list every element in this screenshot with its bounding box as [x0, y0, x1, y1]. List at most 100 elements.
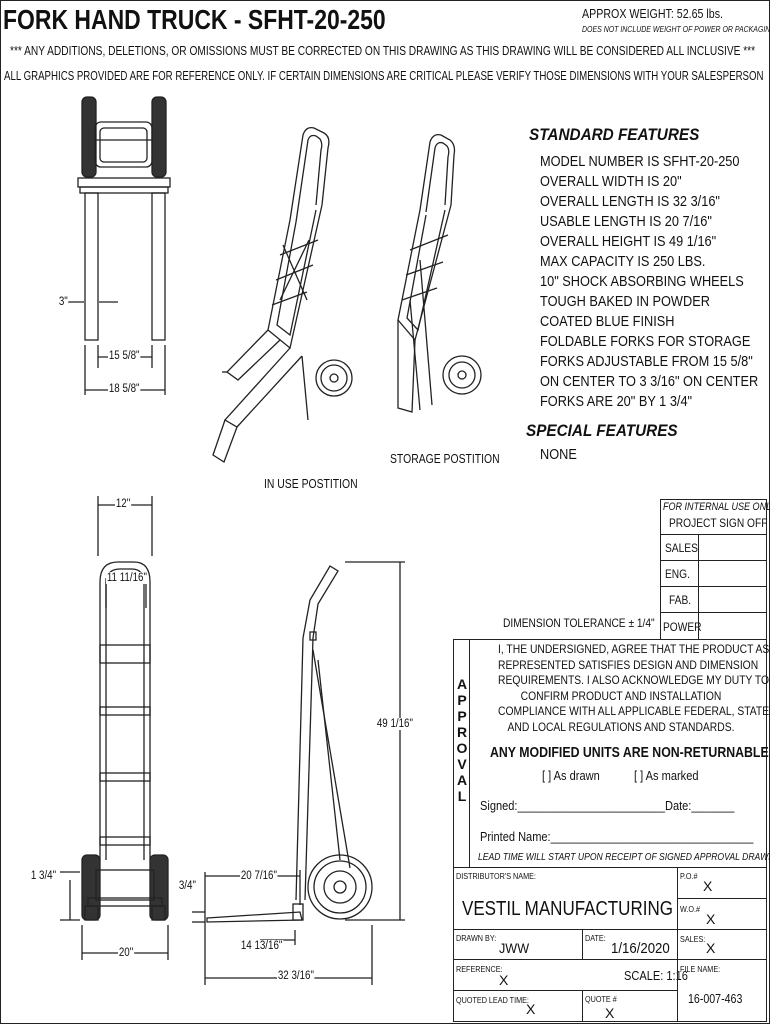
dim-top-width: 12"	[115, 498, 132, 510]
internal-use-header: FOR INTERNAL USE ONLY PROJECT SIGN OFF	[660, 499, 770, 535]
dim-overall-length: 32 3/16"	[277, 970, 315, 982]
non-returnable-warning: ANY MODIFIED UNITS ARE NON-RETURNABLE	[490, 745, 769, 761]
signoff-power-row[interactable]: POWER	[660, 612, 767, 640]
distributor-cell: DISTRIBUTOR'S NAME: VESTIL MANUFACTURING	[453, 867, 678, 930]
quote-value: X	[605, 1005, 615, 1021]
in-use-label: IN USE POSTITION	[264, 476, 358, 491]
dim-overall-width: 20"	[118, 947, 135, 959]
sales-value: X	[706, 940, 716, 956]
standard-feature-item: OVERALL HEIGHT IS 49 1/16"	[540, 234, 717, 250]
reference-value: X	[499, 972, 509, 988]
in-use-view	[212, 127, 353, 463]
approval-letter: P	[457, 708, 467, 724]
standard-features-heading: STANDARD FEATURES	[529, 125, 700, 144]
approval-letter: P	[457, 692, 467, 708]
notice-line-2: ALL GRAPHICS PROVIDED ARE FOR REFERENCE …	[4, 68, 764, 83]
distributor-label: DISTRIBUTOR'S NAME:	[456, 871, 536, 881]
dim-base-height: 1 3/4"	[30, 870, 57, 882]
quote-cell: QUOTE # X	[582, 990, 678, 1022]
approval-letter: V	[457, 756, 467, 772]
signoff-sales-label: SALES	[665, 541, 698, 555]
standard-feature-item: FOLDABLE FORKS FOR STORAGE	[540, 334, 751, 350]
dim-overall-height: 49 1/16"	[376, 718, 414, 730]
distributor-name: VESTIL MANUFACTURING	[462, 898, 673, 920]
lead-time-value: X	[526, 1001, 536, 1017]
side-view	[192, 561, 405, 985]
approval-letter: R	[456, 724, 468, 740]
approval-statement: I, THE UNDERSIGNED, AGREE THAT THE PRODU…	[478, 642, 770, 735]
dim-wheel-offset: 14 13/16"	[240, 940, 284, 952]
po-label: P.O.#	[680, 871, 698, 881]
dimension-tolerance: DIMENSION TOLERANCE ± 1/4"	[503, 616, 655, 630]
as-marked-checkbox[interactable]: [ ] As marked	[634, 768, 699, 783]
standard-feature-item: 10" SHOCK ABSORBING WHEELS	[540, 274, 744, 290]
standard-feature-item: FORKS ADJUSTABLE FROM 15 5/8"	[540, 354, 753, 370]
dim-usable-length: 20 7/16"	[240, 870, 278, 882]
signed-field[interactable]: Signed:________________________Date:____…	[480, 798, 735, 813]
lead-time-note: LEAD TIME WILL START UPON RECEIPT OF SIG…	[478, 852, 770, 863]
standard-feature-item: TOUGH BAKED IN POWDER	[540, 294, 710, 310]
standard-feature-item: MODEL NUMBER IS SFHT-20-250	[540, 154, 740, 170]
date-cell: DATE: 1/16/2020	[582, 929, 678, 960]
signoff-fab-row[interactable]: FAB.	[660, 586, 767, 613]
special-features-item: NONE	[540, 447, 577, 463]
dim-fork-width: 3"	[58, 296, 69, 308]
standard-feature-item: MAX CAPACITY IS 250 LBS.	[540, 254, 706, 270]
signoff-power-label: POWER	[663, 620, 702, 634]
approval-statement-line: AND LOCAL REGULATIONS AND STANDARDS.	[507, 719, 735, 734]
file-name-value: 16-007-463	[688, 992, 743, 1006]
approval-statement-line: CONFIRM PRODUCT AND INSTALLATION	[520, 688, 722, 703]
as-drawn-checkbox[interactable]: [ ] As drawn	[542, 768, 600, 783]
standard-feature-item: OVERALL LENGTH IS 32 3/16"	[540, 194, 720, 210]
approval-letter: A	[456, 772, 468, 788]
sales-label: SALES:	[680, 934, 706, 944]
po-cell: P.O.# X	[677, 867, 767, 899]
dim-outer-spacing: 18 5/8"	[108, 383, 141, 395]
drawn-by-label: DRAWN BY:	[456, 933, 497, 943]
quote-label: QUOTE #	[585, 994, 617, 1004]
date-label: DATE:	[585, 933, 606, 943]
front-view	[60, 496, 169, 960]
approval-statement-line: REPRESENTED SATISFIES DESIGN AND DIMENSI…	[498, 657, 759, 672]
top-view	[66, 96, 171, 395]
wo-value: X	[706, 911, 716, 927]
drawing-title: FORK HAND TRUCK - SFHT-20-250	[3, 4, 386, 35]
printed-name-field[interactable]: Printed Name:___________________________…	[480, 829, 754, 844]
internal-use-label: FOR INTERNAL USE ONLY	[663, 501, 770, 513]
signoff-sales-row[interactable]: SALES	[660, 534, 767, 561]
storage-view	[397, 134, 482, 413]
file-name-cell: FILE NAME: 16-007-463	[677, 959, 767, 1022]
approval-letter: L	[457, 788, 467, 804]
approval-letter: A	[456, 676, 468, 692]
reference-cell: REFERENCE: X SCALE: 1:16	[453, 959, 688, 991]
special-features-heading: SPECIAL FEATURES	[526, 421, 678, 440]
standard-feature-item: COATED BLUE FINISH	[540, 314, 675, 330]
drawn-by-cell: DRAWN BY: JWW	[453, 929, 583, 960]
approval-statement-line: REQUIREMENTS. I ALSO ACKNOWLEDGE MY DUTY…	[498, 673, 770, 687]
dim-inner-spacing: 15 5/8"	[108, 350, 141, 362]
approval-statement-line: I, THE UNDERSIGNED, AGREE THAT THE PRODU…	[498, 642, 770, 656]
project-signoff-label: PROJECT SIGN OFF	[669, 516, 768, 530]
standard-feature-item: OVERALL WIDTH IS 20"	[540, 174, 682, 190]
wo-label: W.O.#	[680, 904, 701, 914]
standard-feature-item: ON CENTER TO 3 3/16" ON CENTER	[540, 374, 759, 390]
lead-time-cell: QUOTED LEAD TIME: X	[453, 990, 583, 1022]
weight-note: DOES NOT INCLUDE WEIGHT OF POWER OR PACK…	[582, 24, 770, 34]
sales-cell: SALES: X	[677, 929, 767, 960]
signoff-fab-label: FAB.	[669, 593, 692, 607]
standard-feature-item: FORKS ARE 20" BY 1 3/4"	[540, 394, 693, 410]
approval-inner	[469, 639, 767, 868]
notice-line-1: *** ANY ADDITIONS, DELETIONS, OR OMISSIO…	[10, 43, 756, 58]
dim-fork-thickness: 3/4"	[178, 880, 197, 892]
drawn-by-value: JWW	[499, 940, 530, 956]
signoff-eng-row[interactable]: ENG.	[660, 560, 767, 587]
approval-letter: O	[456, 740, 468, 756]
approx-weight: APPROX WEIGHT: 52.65 lbs.	[582, 6, 724, 21]
signoff-eng-label: ENG.	[665, 567, 690, 581]
standard-feature-item: USABLE LENGTH IS 20 7/16"	[540, 214, 712, 230]
approval-statement-line: COMPLIANCE WITH ALL APPLICABLE FEDERAL, …	[498, 704, 770, 718]
po-value: X	[703, 878, 713, 894]
